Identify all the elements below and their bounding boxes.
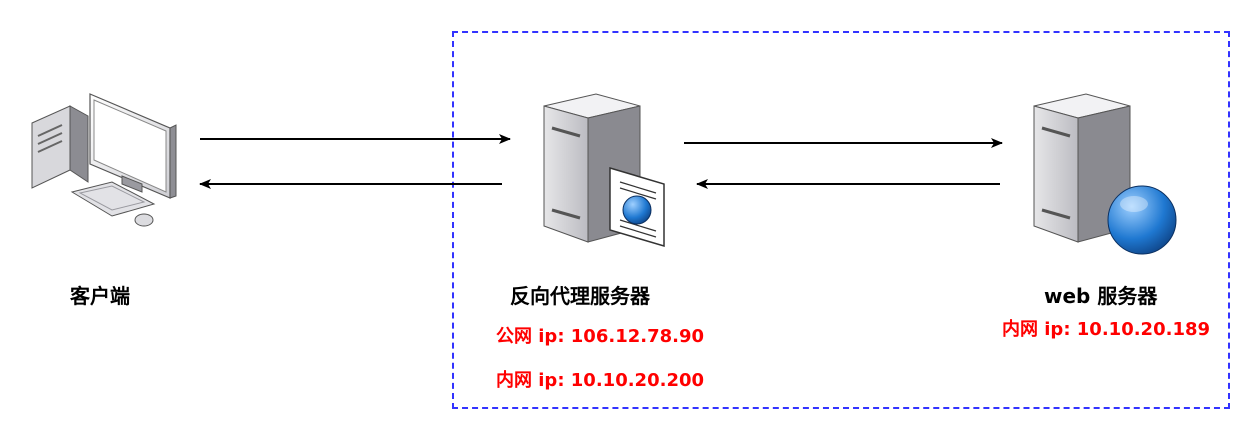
server-with-document-icon bbox=[543, 93, 665, 248]
proxy-public-ip: 公网 ip: 106.12.78.90 bbox=[496, 326, 705, 347]
desktop-computer-icon bbox=[31, 93, 177, 227]
server-with-globe-icon bbox=[1033, 93, 1177, 255]
web-internal-ip: 内网 ip: 10.10.20.189 bbox=[1002, 319, 1211, 340]
proxy-internal-ip: 内网 ip: 10.10.20.200 bbox=[496, 370, 705, 391]
client-label: 客户端 bbox=[70, 284, 130, 308]
internal-network-boundary bbox=[452, 31, 1230, 409]
proxy-server-label: 反向代理服务器 bbox=[510, 284, 650, 308]
web-server-label: web 服务器 bbox=[1044, 284, 1158, 308]
